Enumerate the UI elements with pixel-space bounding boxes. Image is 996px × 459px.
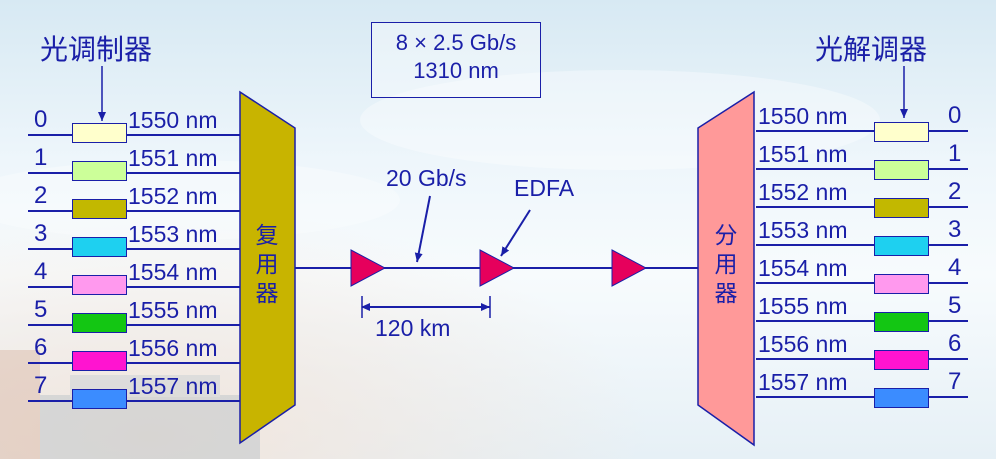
modulator-chip (72, 123, 127, 143)
output-wavelength-label: 1552 nm (758, 179, 848, 205)
demultiplexer-label-char: 分 (714, 223, 738, 249)
edfa-label: EDFA (514, 175, 575, 201)
aggregate-spec-box: 8 × 2.5 Gb/s 1310 nm (371, 22, 541, 98)
output-wavelength-label: 1555 nm (758, 293, 848, 319)
output-channel-index: 4 (948, 254, 962, 281)
multiplexer-label-char: 器 (255, 281, 279, 307)
output-channel-index: 7 (948, 368, 962, 395)
multiplexer (239, 90, 296, 445)
input-channel-index: 3 (34, 220, 48, 247)
input-channel-index: 5 (34, 296, 48, 323)
input-channel-lines (28, 134, 240, 402)
multiplexer-label: 复 用 器 (254, 222, 280, 309)
demodulator-chip (874, 274, 929, 294)
aggregate-rate: 8 × 2.5 Gb/s (395, 30, 517, 55)
input-channel-index: 6 (34, 334, 48, 361)
demultiplexer-label: 分 用 器 (713, 222, 739, 309)
input-channel-index: 2 (34, 182, 48, 209)
modulator-chip (72, 313, 127, 333)
modulator-chip (72, 237, 127, 257)
input-channel-index: 4 (34, 258, 48, 285)
modulator-chip (72, 275, 127, 295)
demodulator-title: 光解调器 (815, 33, 928, 66)
multiplexer-label-char: 用 (255, 252, 279, 278)
link-rate-label: 20 Gb/s (386, 165, 467, 191)
rate-pointer-arrow (414, 195, 431, 263)
output-wavelength-label: 1551 nm (758, 141, 848, 167)
demodulator-chip (874, 236, 929, 256)
input-channel-index: 7 (34, 372, 48, 399)
amplifier-icon (350, 249, 387, 287)
demodulator-chip (874, 122, 929, 142)
span-length-label: 120 km (375, 315, 451, 341)
output-channel-lines (756, 130, 968, 398)
demodulator-chip (874, 388, 929, 408)
amplifier-icon (479, 249, 516, 287)
demodulator-chip (874, 312, 929, 332)
modulator-chip (72, 161, 127, 181)
output-wavelength-label: 1557 nm (758, 369, 848, 395)
input-wavelength-label: 1554 nm (128, 259, 218, 285)
multiplexer-label-char: 复 (255, 223, 279, 249)
input-wavelength-label: 1556 nm (128, 335, 218, 361)
input-channel-index: 1 (34, 144, 48, 171)
output-wavelength-label: 1556 nm (758, 331, 848, 357)
amplifier-icon (611, 249, 648, 287)
aggregate-wavelength: 1310 nm (413, 58, 499, 83)
demodulator-chip (874, 350, 929, 370)
modulator-chip (72, 199, 127, 219)
demultiplexer-label-char: 器 (714, 281, 738, 307)
modulator-title: 光调制器 (40, 33, 153, 66)
output-channel-index: 1 (948, 140, 962, 167)
edfa-pointer-arrow (500, 209, 531, 257)
building-silhouette (0, 350, 260, 459)
input-wavelength-label: 1555 nm (128, 297, 218, 323)
output-channel-index: 0 (948, 102, 962, 129)
input-wavelength-label: 1551 nm (128, 145, 218, 171)
demodulator-chip (874, 198, 929, 218)
input-wavelength-label: 1550 nm (128, 107, 218, 133)
output-channel-index: 3 (948, 216, 962, 243)
input-channel-index: 0 (34, 106, 48, 133)
input-wavelength-label: 1552 nm (128, 183, 218, 209)
input-wavelength-label: 1557 nm (128, 373, 218, 399)
output-wavelength-label: 1553 nm (758, 217, 848, 243)
input-wavelength-label: 1553 nm (128, 221, 218, 247)
modulator-chip (72, 351, 127, 371)
modulator-chip (72, 389, 127, 409)
output-wavelength-label: 1550 nm (758, 103, 848, 129)
demultiplexer (697, 90, 755, 447)
output-wavelength-label: 1554 nm (758, 255, 848, 281)
output-channel-index: 2 (948, 178, 962, 205)
output-channel-index: 6 (948, 330, 962, 357)
output-channel-index: 5 (948, 292, 962, 319)
demultiplexer-label-char: 用 (714, 252, 738, 278)
demodulator-chip (874, 160, 929, 180)
